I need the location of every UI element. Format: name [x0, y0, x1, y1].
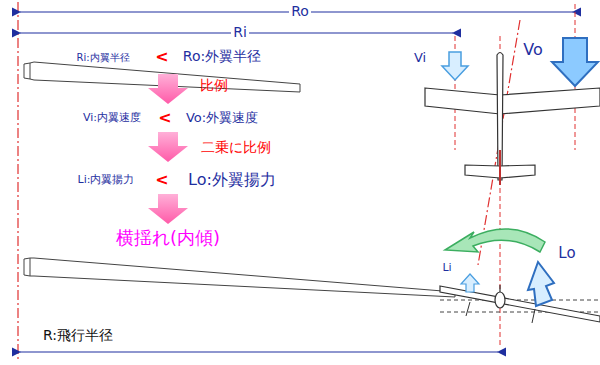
lift-label: Li: [442, 262, 451, 274]
relation-label: 二乗に比例: [201, 140, 271, 155]
dimension-label: Ri: [231, 25, 249, 40]
outer-velocity-label: Vo:外翼速度: [186, 111, 258, 125]
dimension-label: Ro: [289, 4, 311, 19]
velocity-label: Vo: [523, 41, 543, 59]
outer-radius-label: Ro:外翼半径: [181, 49, 263, 64]
inner-radius-label: Ri:内翼半径: [74, 52, 131, 63]
comparison-sign: <: [155, 171, 168, 189]
dimension-label: R:飛行半径: [43, 328, 113, 343]
outer-lift-label: Lo:外翼揚力: [188, 171, 276, 189]
inner-lift-label: Li:内翼揚力: [78, 174, 135, 186]
comparison-sign: <: [158, 109, 171, 127]
result-label: 横揺れ(内傾): [116, 228, 220, 248]
relation-label: 比例: [200, 78, 228, 93]
lift-label: Lo: [558, 245, 575, 262]
inner-velocity-label: Vi:内翼速度: [83, 112, 141, 124]
comparison-sign: <: [153, 48, 170, 66]
velocity-label: Vi: [414, 51, 426, 65]
